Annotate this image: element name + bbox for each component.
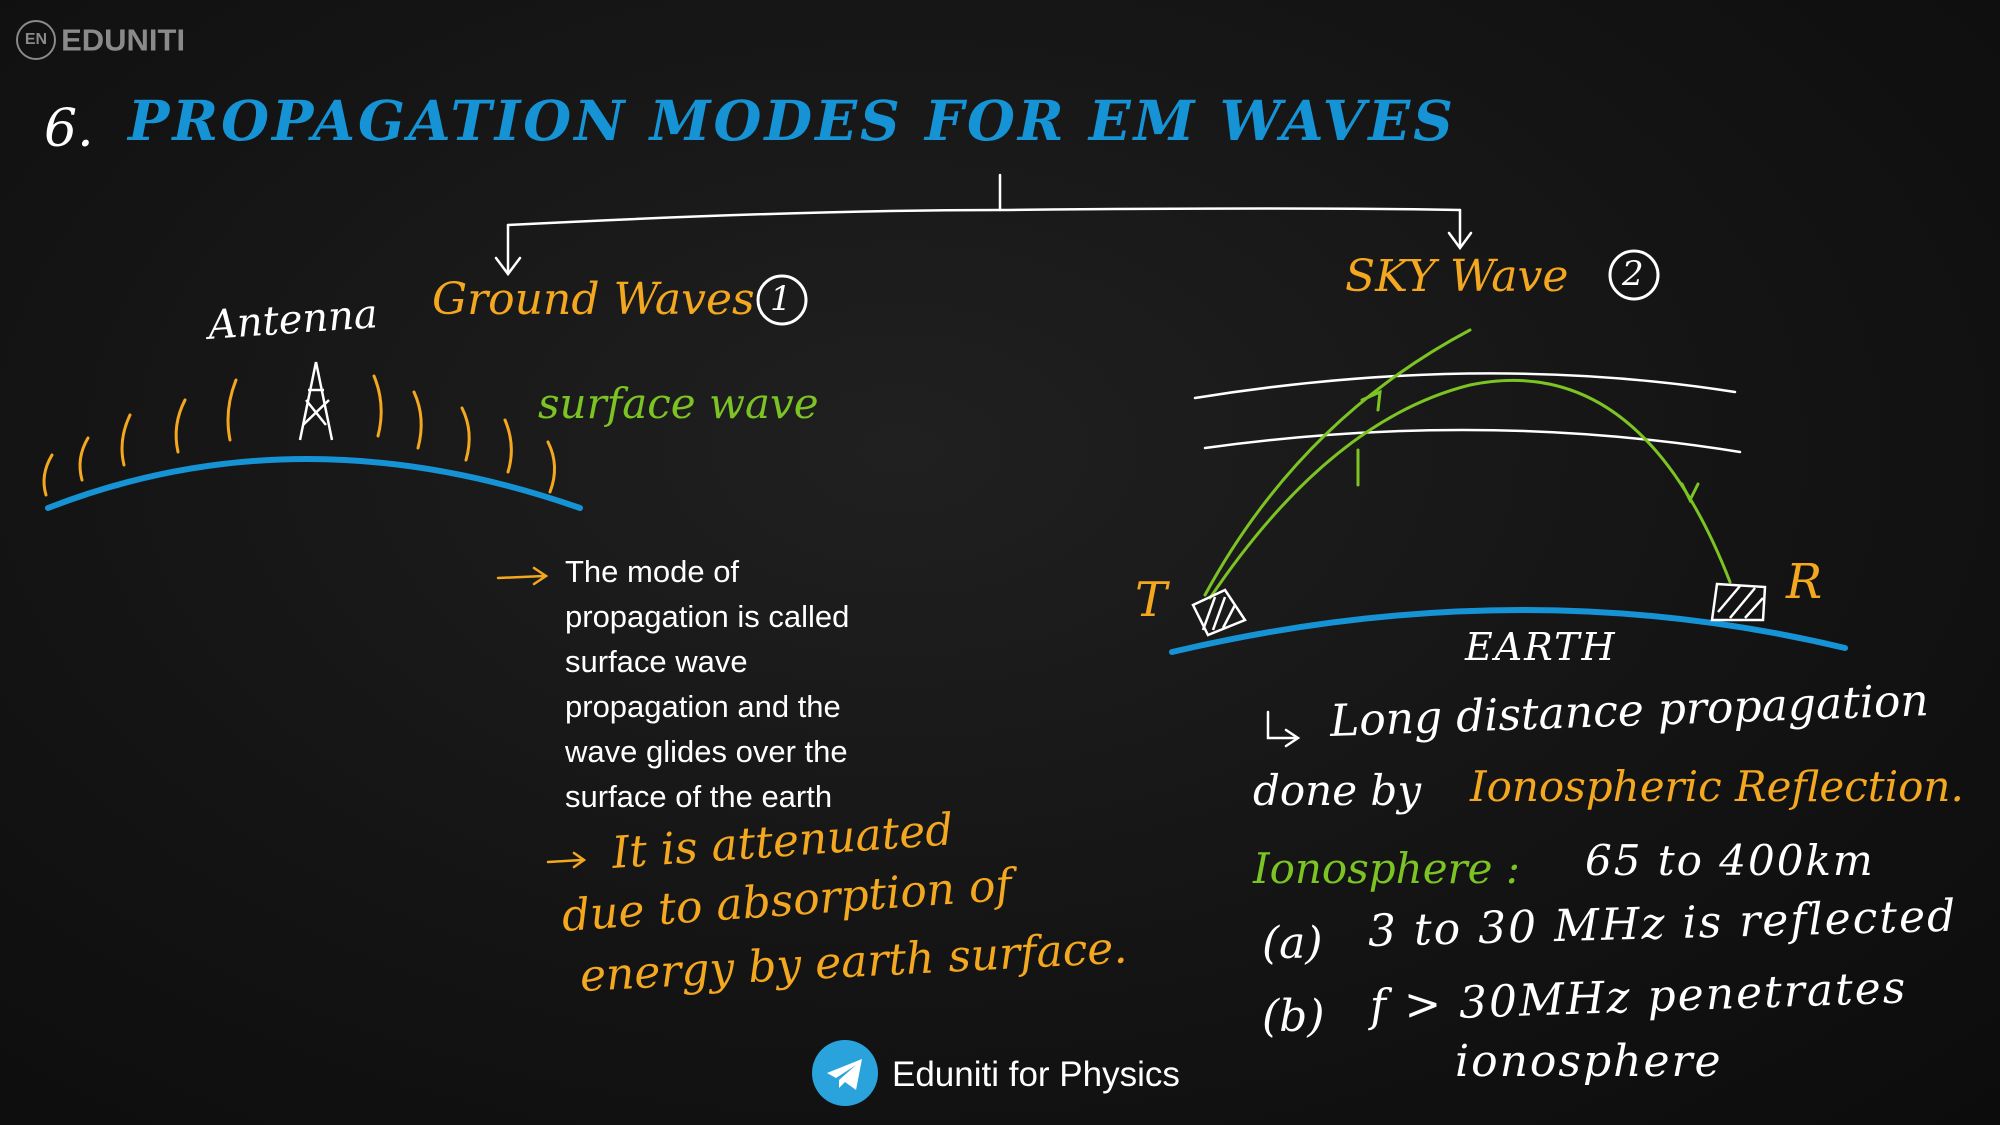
item-b-line-2: ionosphere bbox=[1455, 1036, 1723, 1087]
ground-bullet-1: The mode of propagation is called surfac… bbox=[565, 549, 849, 819]
channel-name[interactable]: Eduniti for Physics bbox=[892, 1055, 1180, 1094]
circle-two bbox=[1608, 249, 1660, 301]
sky-line-2a: done by bbox=[1253, 766, 1422, 815]
receiver-label: R bbox=[1786, 554, 1823, 610]
ground-bullet-1-line: propagation is called bbox=[565, 599, 850, 634]
ionosphere-label: Ionosphere : bbox=[1253, 844, 1520, 893]
receiver-box bbox=[1710, 582, 1767, 622]
item-b-mark: (b) bbox=[1262, 991, 1325, 1042]
brand-logo: EN EDUNITI bbox=[16, 20, 185, 60]
transmitter-box bbox=[1191, 588, 1247, 637]
circle-one-label: 1 bbox=[770, 279, 792, 319]
bullet-arrows bbox=[496, 566, 1301, 869]
item-a-mark: (a) bbox=[1262, 918, 1323, 969]
sky-wave-paths bbox=[1203, 328, 1732, 600]
ground-bullet-1-line: surface of the earth bbox=[565, 779, 833, 814]
brand-name: EDUNITI bbox=[61, 22, 186, 58]
ground-earth-curve bbox=[45, 456, 583, 511]
circle-one bbox=[756, 274, 808, 326]
antenna-label: Antenna bbox=[206, 291, 380, 349]
sky-earth-curve bbox=[1169, 606, 1848, 655]
transmitter-label: T bbox=[1135, 572, 1168, 628]
ground-bullet-1-line: wave glides over the bbox=[565, 734, 848, 769]
antenna-tower-icon bbox=[298, 361, 334, 441]
sky-line-2b: Ionospheric Reflection. bbox=[1470, 762, 1964, 811]
sky-wave-heading: SKY Wave bbox=[1345, 251, 1569, 302]
page-title: PROPAGATION MODES FOR EM WAVES bbox=[128, 88, 1456, 153]
circle-two-label: 2 bbox=[1622, 254, 1644, 294]
telegram-icon[interactable] bbox=[812, 1040, 878, 1106]
ionosphere-layers bbox=[1193, 372, 1742, 454]
brand-badge-icon: EN bbox=[16, 20, 56, 60]
ground-wave-arcs bbox=[42, 374, 556, 497]
earth-label: EARTH bbox=[1465, 625, 1617, 669]
telegram-plane-icon bbox=[827, 1059, 862, 1090]
ground-bullet-1-line: surface wave bbox=[565, 644, 748, 679]
branch-connector bbox=[494, 173, 1473, 277]
title-number: 6. bbox=[44, 99, 94, 159]
ground-waves-heading: Ground Waves bbox=[432, 274, 755, 325]
surface-wave-label: surface wave bbox=[538, 379, 819, 428]
ionosphere-range: 65 to 400km bbox=[1585, 836, 1875, 885]
ground-bullet-1-line: propagation and the bbox=[565, 689, 841, 724]
ground-bullet-1-line: The mode of bbox=[565, 554, 740, 589]
